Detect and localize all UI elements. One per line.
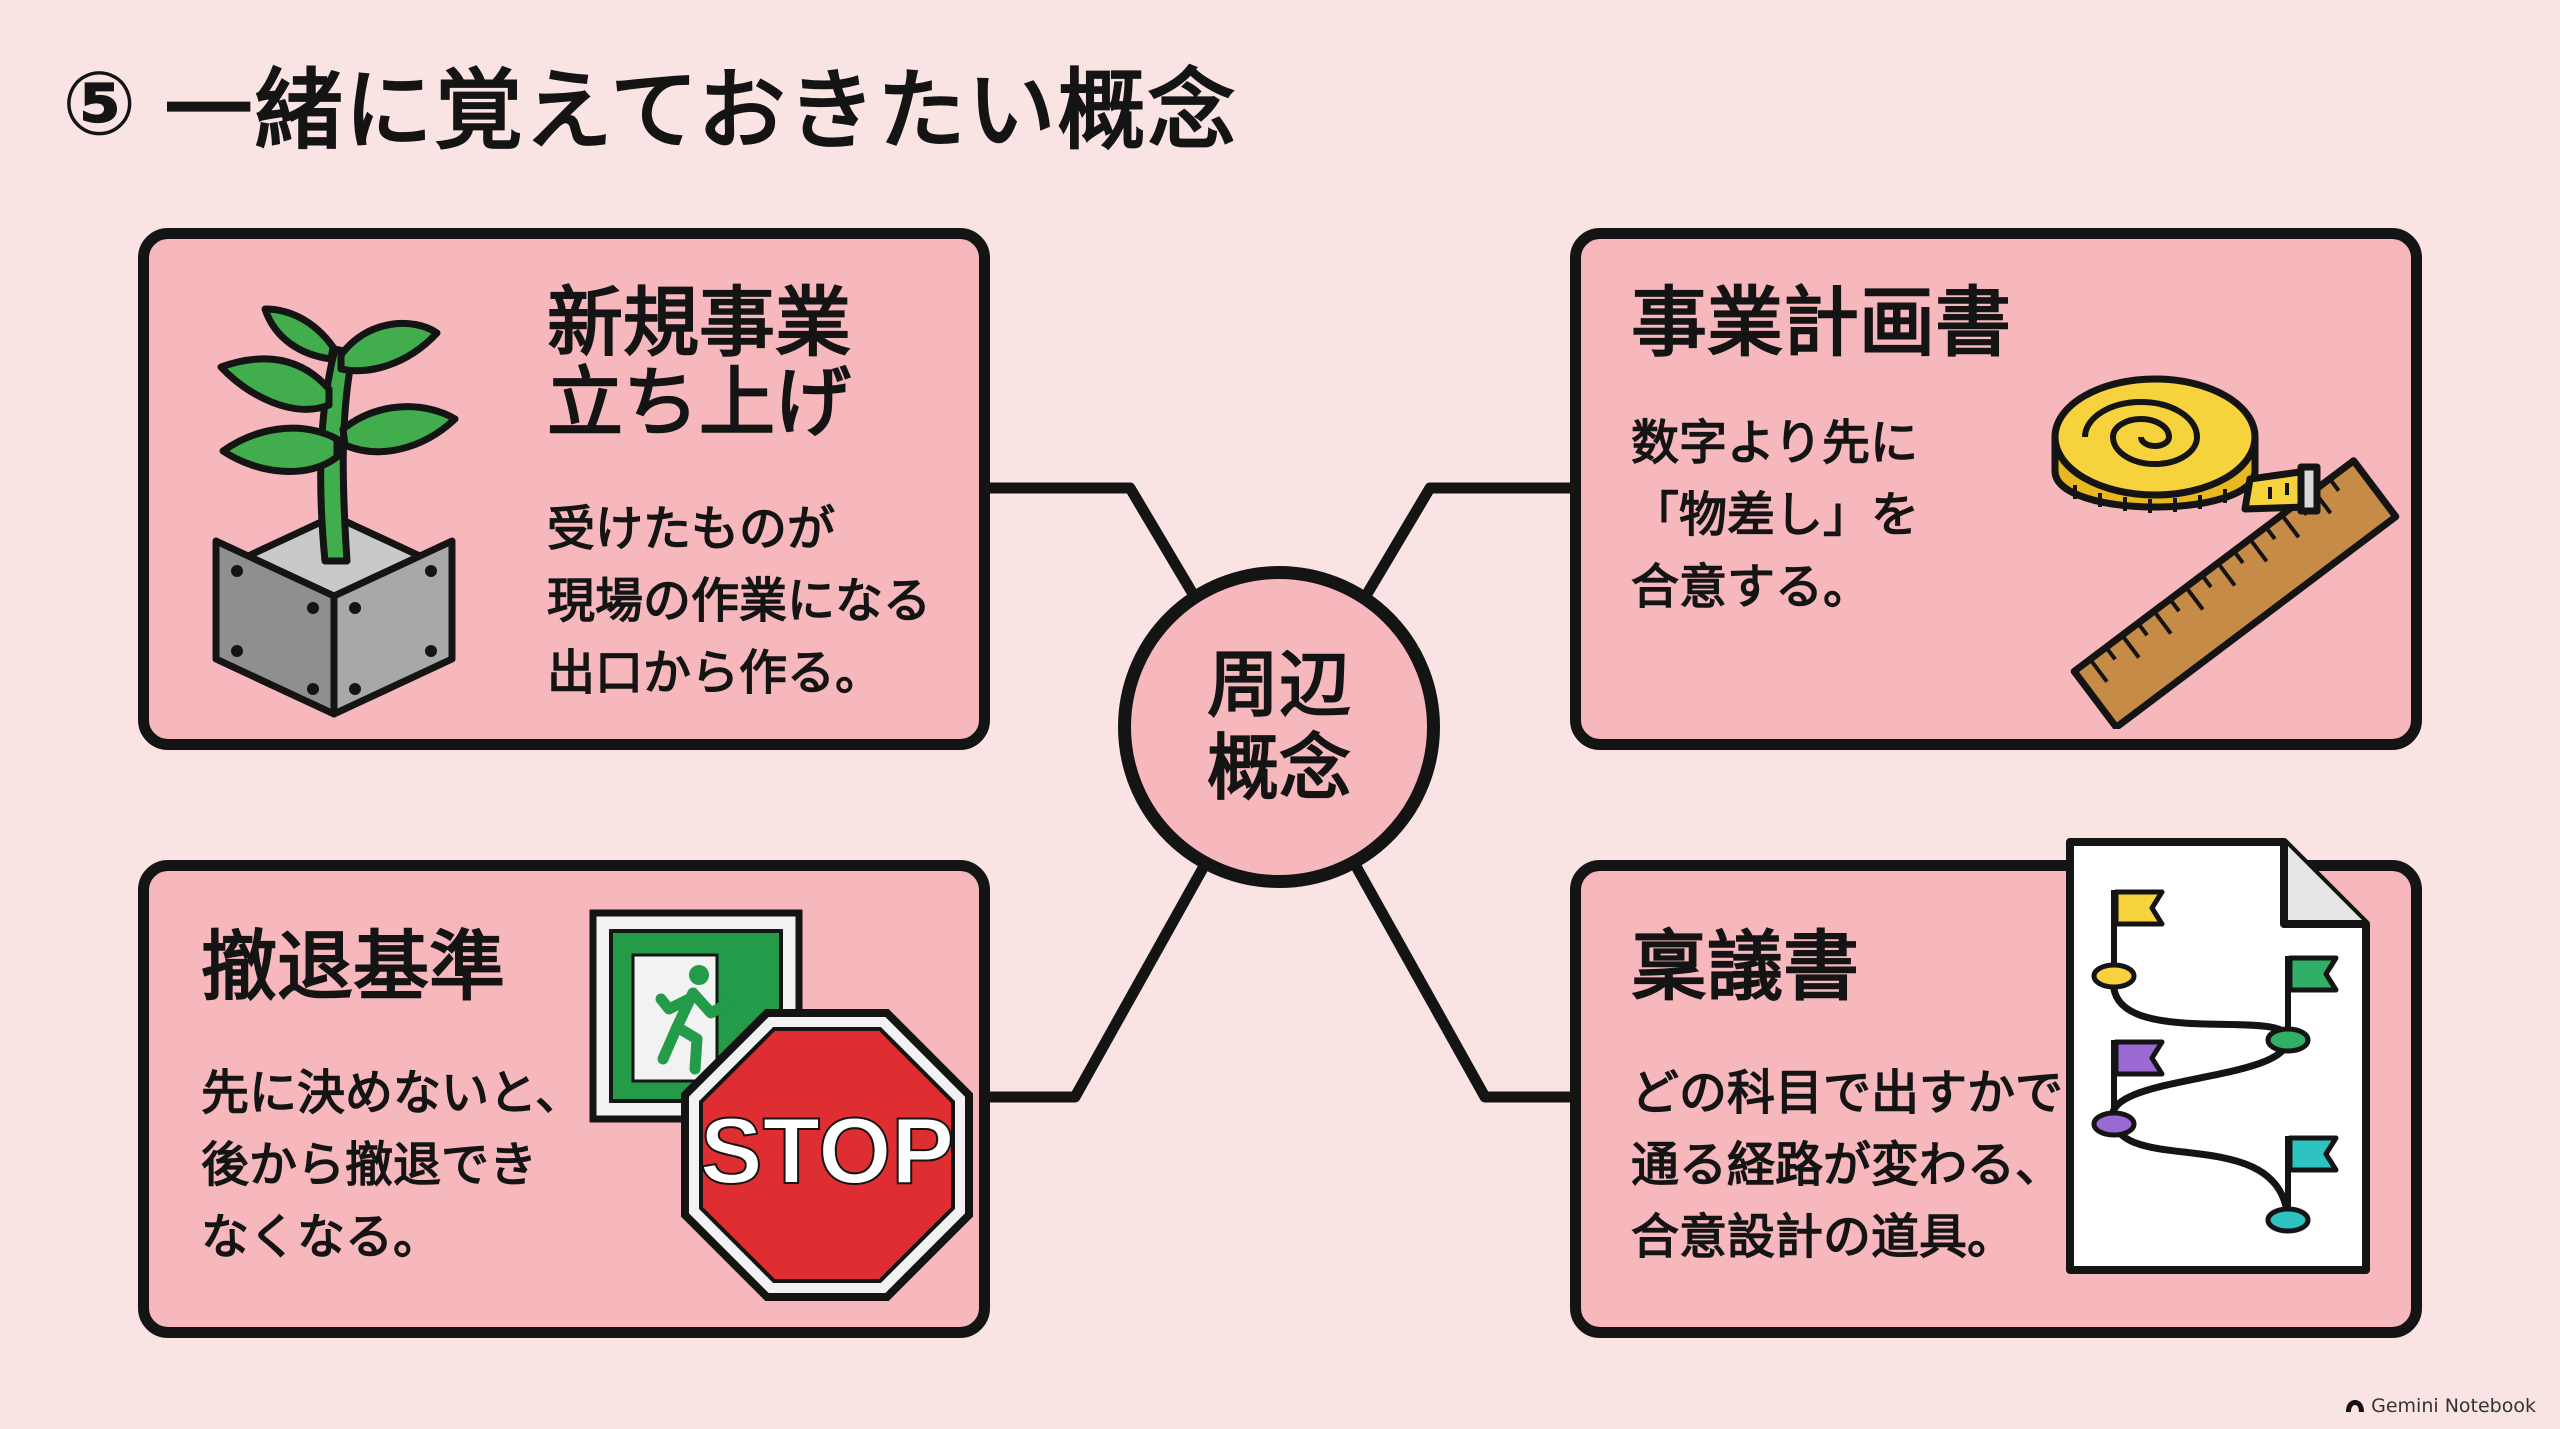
title-number: ⑤ <box>62 51 139 155</box>
title-text: 一緒に覚えておきたい概念 <box>164 58 1238 162</box>
hub-label: 周辺 概念 <box>1206 643 1351 810</box>
gemini-notebook-icon <box>2346 1400 2365 1412</box>
tape-measure-icon <box>2051 375 2400 729</box>
connector-ringi <box>1351 862 1581 1103</box>
card-new-business-body: 受けたものが 現場の作業になる 出口から作る。 <box>547 501 932 701</box>
connector-exit-criteria <box>979 862 1209 1103</box>
card-business-plan-heading: 事業計画書 <box>1631 278 2011 367</box>
card-new-business: 新規事業 立ち上げ 受けたものが 現場の作業になる 出口から作る。 <box>138 228 990 750</box>
route-map-document-icon <box>2066 838 2370 1274</box>
stop-sign-icon: STOP <box>681 1009 973 1301</box>
card-exit-criteria: 撤退基準 先に決めないと、 後から撤退でき なくなる。 STOP <box>138 860 990 1338</box>
card-business-plan-body: 数字より先に 「物差し」を 合意する。 <box>1631 415 1920 615</box>
card-ringi-body: どの科目で出すかで 通る経路が変わる、 合意設計の道具。 <box>1631 1065 2064 1265</box>
watermark: Gemini Notebook <box>2345 1395 2536 1417</box>
card-ringi-heading: 稟議書 <box>1631 922 1859 1011</box>
card-exit-criteria-body: 先に決めないと、 後から撤退でき なくなる。 <box>201 1065 584 1265</box>
connector-business-plan <box>1361 482 1581 600</box>
sprout-on-cube-icon <box>212 305 459 718</box>
hub-circle: 周辺 概念 <box>1118 566 1440 888</box>
card-new-business-heading: 新規事業 立ち上げ <box>547 278 851 447</box>
card-exit-criteria-heading: 撤退基準 <box>201 922 505 1011</box>
page-title: ⑤ 一緒に覚えておきたい概念 <box>62 38 1237 168</box>
connector-new-business <box>979 482 1199 600</box>
card-business-plan: 事業計画書 数字より先に 「物差し」を 合意する。 <box>1570 228 2422 750</box>
stop-sign-text: STOP <box>700 1098 954 1203</box>
watermark-text: Gemini Notebook <box>2371 1395 2536 1417</box>
